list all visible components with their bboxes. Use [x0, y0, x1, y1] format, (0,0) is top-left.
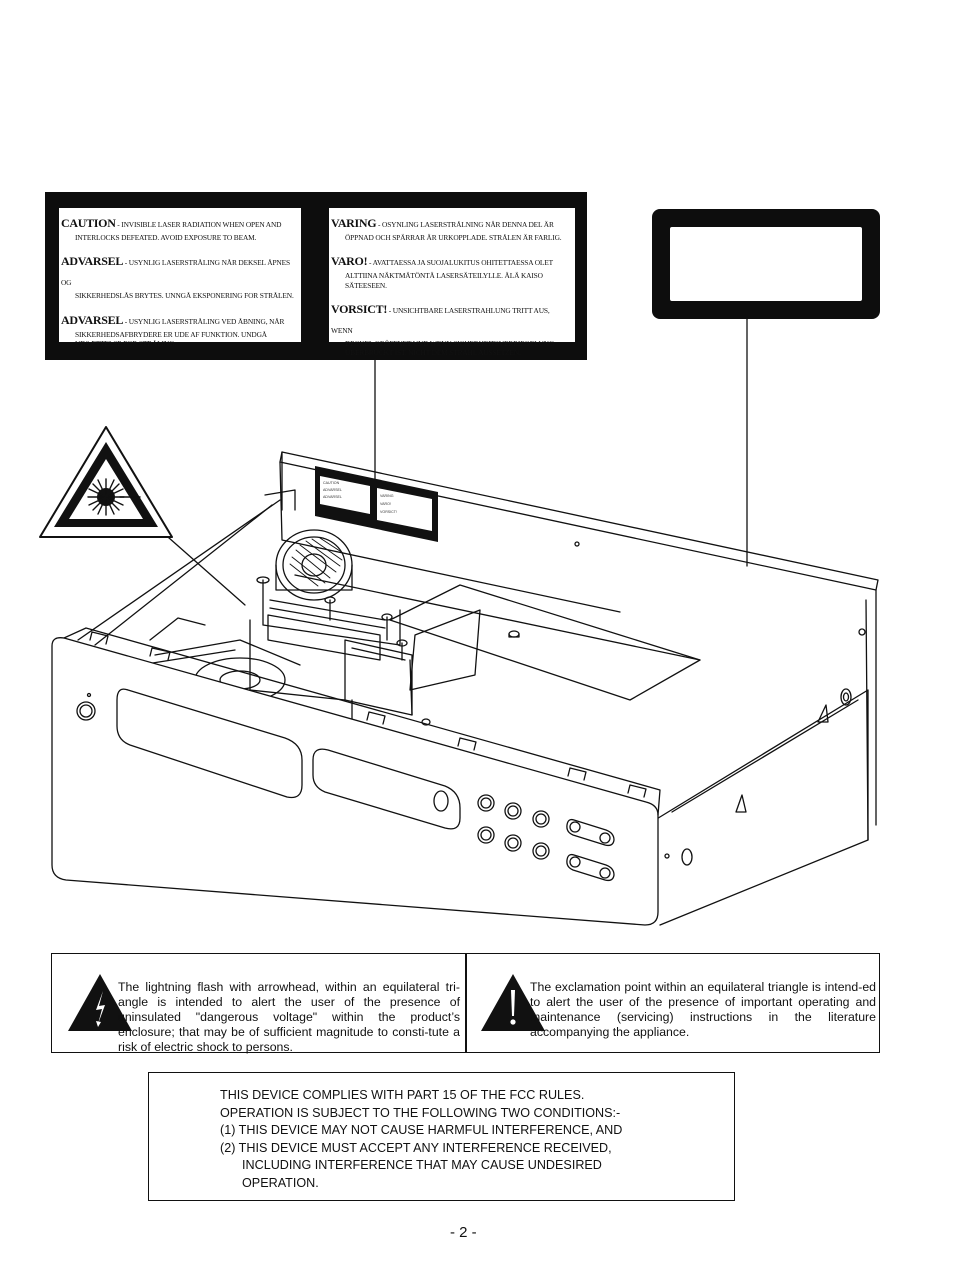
- label-text-cont: SIKKERHEDSAFBRYDERE ER UDE AF FUNKTION. …: [75, 329, 267, 339]
- fcc-line: OPERATION IS SUBJECT TO THE FOLLOWING TW…: [220, 1105, 621, 1120]
- label-text-cont: ÖPPNAD OCH SPÄRRAR ÄR URKOPPLADE. STRÅLE…: [345, 233, 562, 242]
- exclamation-icon: [481, 974, 545, 1031]
- rating-label-window: [670, 227, 862, 301]
- label-text: - USYNLIG LASERSTRÅLING NÅR DEKSEL ÅPNES…: [61, 258, 290, 288]
- label-text-cont: INTERLOCKS DEFEATED. AVOID EXPOSURE TO B…: [75, 233, 257, 242]
- label-keyword: ADVARSEL: [61, 312, 124, 327]
- label-entry: VARO! - AVATTAESSA JA SUOJALUKITUS OHITE…: [331, 251, 571, 290]
- label-text-cont: DECKEL GEÖFFNET UND WENN SICHERHEITSVERR…: [345, 338, 555, 348]
- lightning-flash-icon: [68, 974, 132, 1031]
- label-keyword: VORSICT!: [331, 301, 388, 316]
- fcc-statement-box: THIS DEVICE COMPLIES WITH PART 15 OF THE…: [148, 1072, 735, 1201]
- mini-label-text: VARING: [380, 494, 394, 498]
- rating-label: [652, 209, 880, 319]
- front-panel-buttons: [477, 794, 615, 882]
- mini-label-text: ADVARSEL: [323, 495, 342, 499]
- label-keyword: ADVARSEL: [61, 254, 124, 269]
- label-entry: VORSICT! - UNSICHTBARE LASERSTRAHLUNG TR…: [331, 299, 571, 358]
- unit-drawing: CAUTION ADVARSEL ADVARSEL VARING VARO! V…: [39, 318, 879, 926]
- label-text-cont: SÄTEESEEN.: [345, 280, 387, 290]
- safety-divider: [465, 954, 467, 1052]
- laser-label-right-panel: VARING - OSYNLING LASERSTRÅLNING NÄR DEN…: [329, 208, 575, 357]
- mini-label-text: ADVARSEL: [323, 488, 342, 492]
- mini-label-text: VORSICT!: [380, 510, 397, 514]
- label-keyword: CAUTION: [61, 216, 116, 230]
- mini-label-text: VARO!: [380, 502, 391, 506]
- page-number: - 2 -: [450, 1224, 477, 1241]
- chassis: [77, 451, 879, 926]
- label-text: - INVISIBLE LASER RADIATION WHEN OPEN AN…: [115, 220, 282, 229]
- laser-label-left-panel: CAUTION - INVISIBLE LASER RADIATION WHEN…: [59, 208, 301, 348]
- label-text-cont: ALTTIINA NÄKTMÄTÖNTÄ LASERSÄTEILYLLE. ÄL…: [345, 271, 543, 281]
- fcc-line: (2) THIS DEVICE MUST ACCEPT ANY INTERFER…: [220, 1140, 612, 1155]
- circuit-board: [389, 584, 701, 701]
- label-entry: ADVARSEL - USYNLIG LASERSTRÅLING VED ÅBN…: [61, 310, 297, 349]
- label-keyword: VARING: [331, 216, 377, 230]
- label-text-cont: UDSÆTTELSE FOR STRÅLING.: [75, 338, 176, 348]
- leader-line: [159, 529, 246, 606]
- exclamation-explanation: The exclamation point within an equilate…: [530, 980, 876, 1040]
- label-text-cont: ÜBERBRÜCKT IST. NICHT DEM STRAHL AUSSETZ…: [345, 348, 521, 357]
- label-text: - AVATTAESSA JA SUOJALUKITUS OHITETTAESS…: [367, 258, 554, 268]
- label-keyword: VARO!: [331, 254, 368, 269]
- label-text: - USYNLIG LASERSTRÅLING VED ÅBNING, NÅR: [123, 316, 285, 326]
- label-entry: ADVARSEL - USYNLIG LASERSTRÅLING NÅR DEK…: [61, 251, 297, 300]
- mini-laser-label: CAUTION ADVARSEL ADVARSEL VARING VARO! V…: [315, 466, 438, 542]
- fan: [275, 529, 353, 601]
- safety-symbols-box: The lightning flash with arrowhead, with…: [51, 953, 880, 1055]
- mini-label-text: CAUTION: [323, 481, 340, 485]
- fcc-line: OPERATION.: [242, 1175, 319, 1190]
- label-entry: VARING - OSYNLING LASERSTRÅLNING NÄR DEN…: [331, 213, 571, 242]
- label-text: - OSYNLING LASERSTRÅLNING NÄR DENNA DEL …: [376, 220, 554, 229]
- lightning-explanation: The lightning flash with arrowhead, with…: [118, 980, 460, 1055]
- laser-warning-label: CAUTION - INVISIBLE LASER RADIATION WHEN…: [45, 192, 587, 360]
- fcc-line: (1) THIS DEVICE MAY NOT CAUSE HARMFUL IN…: [220, 1123, 623, 1138]
- laser-hazard-icon: [39, 426, 173, 538]
- front-panel: [51, 627, 661, 926]
- fcc-line: THIS DEVICE COMPLIES WITH PART 15 OF THE…: [220, 1088, 585, 1102]
- disc-mechanism: [139, 576, 431, 726]
- fcc-line: INCLUDING INTERFERENCE THAT MAY CAUSE UN…: [242, 1158, 602, 1173]
- label-text-cont: SIKKERHEDSLÅS BRYTES. UNNGÅ EKSPONERING …: [75, 291, 294, 301]
- label-entry: CAUTION - INVISIBLE LASER RADIATION WHEN…: [61, 213, 297, 242]
- label-text: - UNSICHTBARE LASERSTRAHLUNG TRITT AUS, …: [331, 305, 550, 335]
